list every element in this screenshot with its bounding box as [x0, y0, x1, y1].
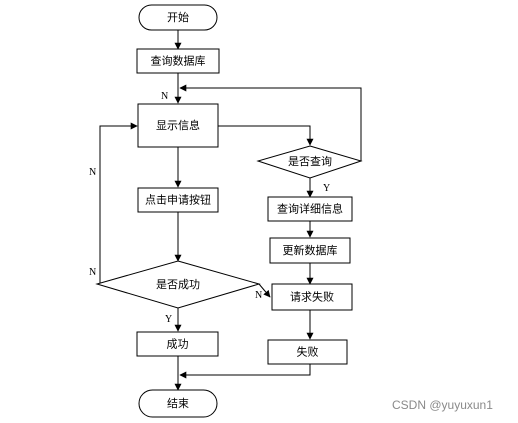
nodes	[95, 4, 363, 418]
node-start	[138, 4, 218, 31]
edge-is-success-to-request-fail	[258, 283, 271, 298]
node-is-query	[256, 145, 363, 179]
node-update-db	[269, 237, 351, 264]
edge-fail-to-end-merge	[179, 364, 311, 379]
label-end: 结束	[167, 397, 189, 410]
label-click-apply: 点击申请按钮	[145, 193, 211, 207]
edge-label-retry-n-upper: N	[89, 167, 96, 178]
node-request-fail	[271, 283, 353, 311]
node-query-db	[136, 48, 220, 74]
node-show-info	[137, 103, 219, 148]
label-success: 成功	[167, 338, 189, 351]
label-show-info: 显示信息	[156, 118, 200, 132]
label-is-success: 是否成功	[156, 278, 200, 291]
node-is-success	[95, 260, 261, 309]
edge-label-success-y: Y	[165, 314, 172, 325]
edge-label-retry-n-lower: N	[89, 267, 96, 278]
node-query-detail	[267, 196, 353, 222]
edge-show-info-to-is-query	[218, 125, 314, 146]
label-fail: 失败	[297, 345, 319, 359]
label-query-detail: 查询详细信息	[277, 202, 343, 216]
edges	[99, 30, 362, 391]
node-end	[138, 389, 218, 418]
label-is-query: 是否查询	[288, 154, 332, 168]
node-labels: 开始 查询数据库 显示信息 是否查询 查询详细信息 更新数据库 点击申请按钮 是…	[145, 10, 343, 410]
label-query-db: 查询数据库	[151, 54, 206, 68]
edge-labels: N Y N N N Y	[89, 91, 330, 325]
label-start: 开始	[167, 10, 189, 24]
label-update-db: 更新数据库	[283, 243, 338, 257]
node-success	[136, 331, 219, 357]
edge-label-fail-n: N	[255, 290, 262, 301]
edge-label-query-y: Y	[323, 183, 330, 194]
node-fail	[267, 339, 348, 365]
edge-label-loop-n: N	[161, 91, 168, 102]
edge-is-success-retry	[99, 122, 138, 284]
edge-is-query-loop-back	[179, 84, 362, 161]
node-click-apply	[137, 187, 219, 213]
watermark: CSDN @yuyuxun1	[392, 398, 493, 412]
label-request-fail: 请求失败	[290, 290, 334, 304]
